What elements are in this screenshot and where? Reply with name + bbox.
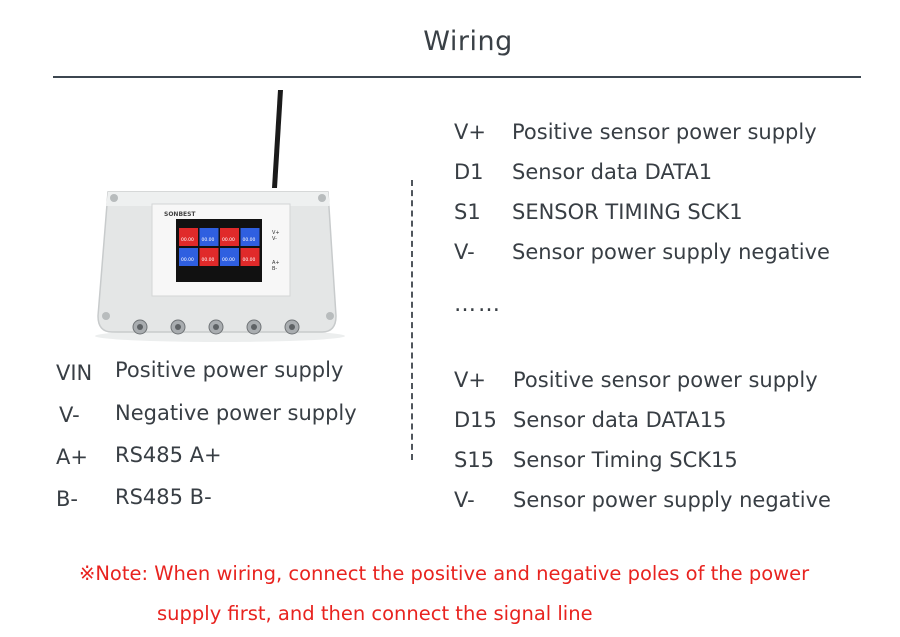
brand-label: SONBEST (164, 211, 196, 218)
side-label: V+ (272, 230, 280, 236)
screen-value: 00.00 (181, 257, 194, 263)
screen-cell (199, 228, 219, 246)
ellipsis-marker: …… (454, 292, 502, 317)
terminal-code: D1 (454, 160, 484, 184)
terminal-code: V- (59, 403, 80, 427)
terminal-description: Negative power supply (115, 401, 357, 425)
terminal-description: RS485 B- (115, 485, 212, 509)
column-divider (411, 180, 413, 460)
side-label: A+ (272, 260, 280, 266)
terminal-description: Positive sensor power supply (513, 368, 818, 392)
screen-value: 00.00 (202, 237, 215, 243)
screen-cell (240, 228, 260, 246)
screen-cell (199, 248, 219, 266)
terminal-description: RS485 A+ (115, 443, 222, 467)
wiring-note-line-2: supply first, and then connect the signa… (157, 602, 593, 625)
screen-cell (179, 248, 198, 266)
side-label: V- (272, 236, 277, 242)
terminal-code: VIN (56, 361, 93, 385)
side-label: B- (272, 266, 277, 272)
screen-value: 00.00 (222, 237, 235, 243)
terminal-description: Sensor power supply negative (513, 488, 831, 512)
terminal-code: V+ (454, 120, 486, 144)
terminal-description: Sensor data DATA1 (512, 160, 713, 184)
terminal-code: V- (454, 240, 475, 264)
terminal-description: Sensor power supply negative (512, 240, 830, 264)
cable-gland-core (251, 324, 257, 330)
wiring-note-line-1: ※Note: When wiring, connect the positive… (79, 562, 810, 585)
terminal-code: A+ (56, 445, 88, 469)
terminal-description: Sensor Timing SCK15 (513, 448, 738, 472)
terminal-side-labels: V+V- A+B- (272, 230, 280, 272)
title-underline (53, 76, 861, 78)
terminal-description: Sensor data DATA15 (513, 408, 727, 432)
antenna-icon (272, 90, 283, 188)
screen-value: 00.00 (243, 237, 256, 243)
terminal-description: SENSOR TIMING SCK1 (512, 200, 743, 224)
terminal-description: Positive sensor power supply (512, 120, 817, 144)
cable-gland-core (175, 324, 181, 330)
terminal-description: Positive power supply (115, 358, 344, 382)
cable-gland-core (213, 324, 219, 330)
terminal-code: V- (454, 488, 475, 512)
screen-value: 00.00 (202, 257, 215, 263)
screen-cell (220, 248, 239, 266)
screen-value: 00.00 (243, 257, 256, 263)
cable-gland-core (289, 324, 295, 330)
cable-gland-core (137, 324, 143, 330)
screen-cell (220, 228, 239, 246)
screen-readings: 00.00 00.00 00.00 00.00 00.00 00.00 00.00 00.00 (179, 228, 260, 266)
page-title: Wiring (423, 26, 513, 57)
screen-cell (240, 248, 260, 266)
terminal-code: V+ (454, 368, 486, 392)
screen-cell (179, 228, 198, 246)
cable-glands (132, 319, 300, 335)
terminal-code: S15 (454, 448, 495, 472)
terminal-code: S1 (454, 200, 481, 224)
terminal-code: D15 (454, 408, 497, 432)
screen-value: 00.00 (222, 257, 235, 263)
terminal-code: B- (56, 487, 78, 511)
screen-value: 00.00 (181, 237, 194, 243)
